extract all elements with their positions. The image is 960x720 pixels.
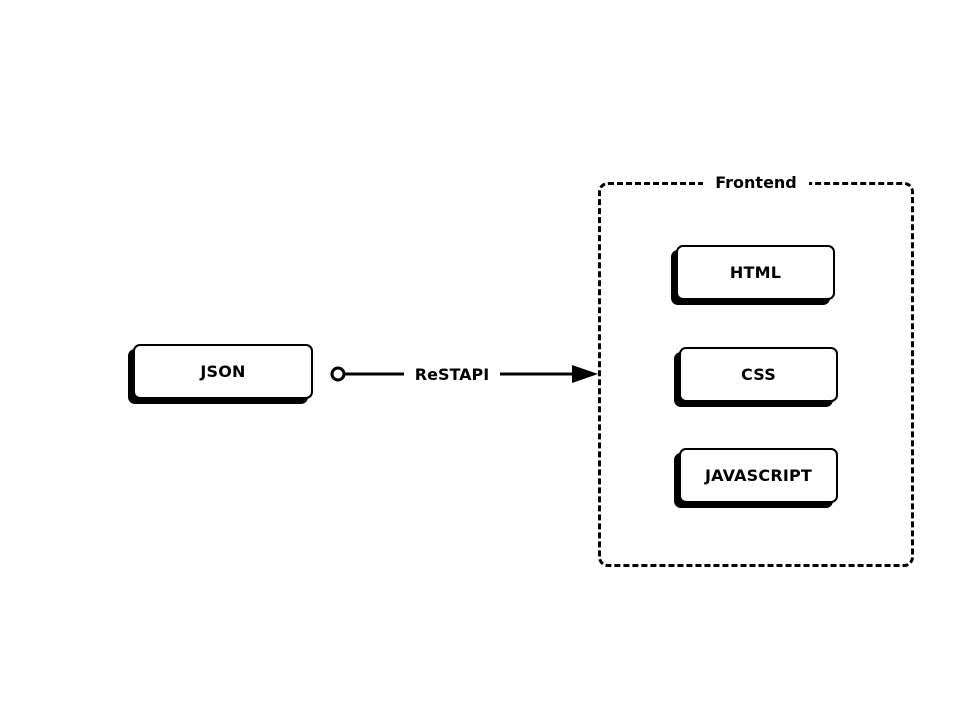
css-node[interactable]: CSS: [674, 347, 838, 407]
javascript-node-label: JAVASCRIPT: [704, 466, 813, 485]
html-node[interactable]: HTML: [671, 245, 835, 305]
javascript-node[interactable]: JAVASCRIPT: [674, 448, 838, 508]
html-node-label: HTML: [729, 263, 782, 282]
html-node-box: HTML: [676, 245, 835, 300]
arrow-head-icon: [572, 365, 598, 383]
javascript-node-box: JAVASCRIPT: [679, 448, 838, 503]
json-node-box: JSON: [133, 344, 313, 399]
css-node-box: CSS: [679, 347, 838, 402]
json-node[interactable]: JSON: [128, 344, 313, 404]
edge-label: ReSTAPI: [404, 363, 500, 387]
json-node-label: JSON: [200, 362, 246, 381]
css-node-label: CSS: [741, 365, 776, 384]
connector-start-circle: [330, 366, 346, 382]
